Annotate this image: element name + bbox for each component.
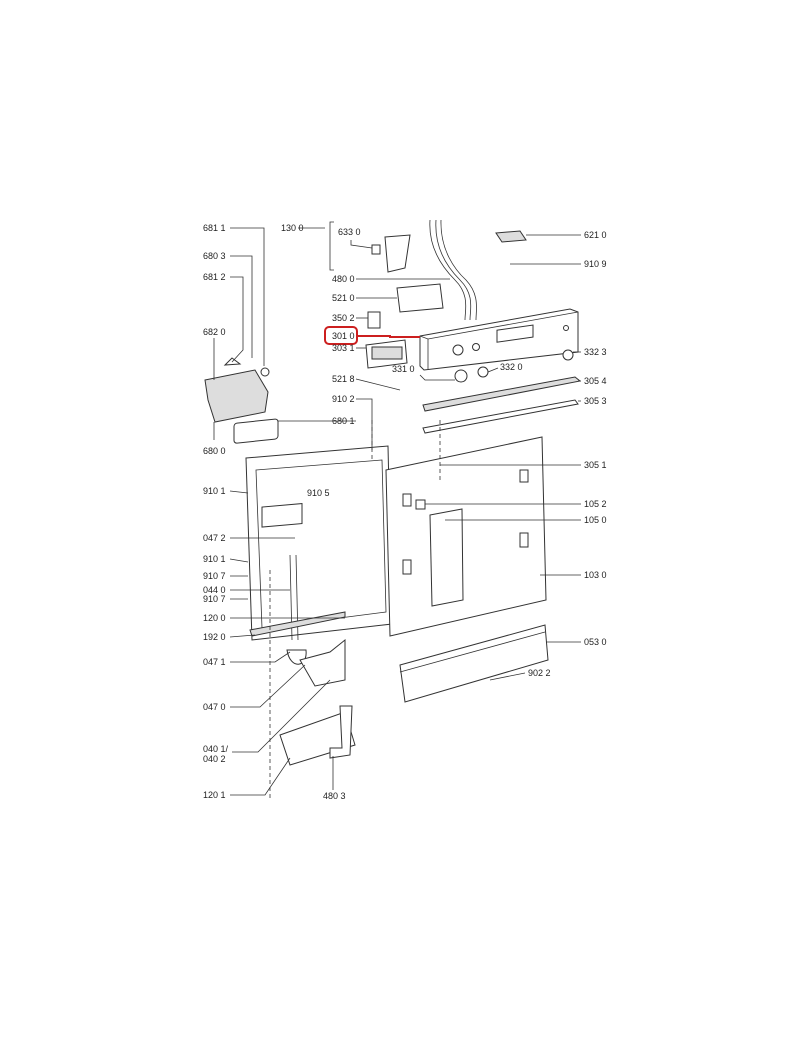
label-910-7-b[interactable]: 910 7 xyxy=(203,594,226,604)
board-521-0 xyxy=(396,283,444,313)
label-120-0[interactable]: 120 0 xyxy=(203,613,226,623)
label-521-0[interactable]: 521 0 xyxy=(332,293,355,303)
bracket-480-3 xyxy=(329,705,353,759)
label-910-2[interactable]: 910 2 xyxy=(332,394,355,404)
label-680-0[interactable]: 680 0 xyxy=(203,446,226,456)
label-621-0[interactable]: 621 0 xyxy=(584,230,607,240)
label-305-4[interactable]: 305 4 xyxy=(584,376,607,386)
label-047-2[interactable]: 047 2 xyxy=(203,533,226,543)
label-301-0[interactable]: 301 0 xyxy=(332,331,355,341)
label-047-1[interactable]: 047 1 xyxy=(203,657,226,667)
label-044-0[interactable]: 044 0 xyxy=(203,585,226,595)
outer-door-103-0 xyxy=(385,436,547,637)
label-120-1[interactable]: 120 1 xyxy=(203,790,226,800)
label-680-1[interactable]: 680 1 xyxy=(332,416,355,426)
knob-331-0 xyxy=(454,369,468,383)
label-105-0[interactable]: 105 0 xyxy=(584,515,607,525)
knob-332-3 xyxy=(562,349,574,361)
label-521-8[interactable]: 521 8 xyxy=(332,374,355,384)
label-332-0[interactable]: 332 0 xyxy=(500,362,523,372)
label-480-3[interactable]: 480 3 xyxy=(323,791,346,801)
label-332-3[interactable]: 332 3 xyxy=(584,347,607,357)
part-350-2 xyxy=(367,311,381,329)
label-130-0[interactable]: 130 0 xyxy=(281,223,304,233)
label-910-7[interactable]: 910 7 xyxy=(203,571,226,581)
label-053-0[interactable]: 053 0 xyxy=(584,637,607,647)
leader-lines xyxy=(213,221,581,796)
label-040-2[interactable]: 040 2 xyxy=(203,754,226,764)
label-910-9[interactable]: 910 9 xyxy=(584,259,607,269)
label-910-1[interactable]: 910 1 xyxy=(203,486,226,496)
bracket-120-1 xyxy=(279,711,356,766)
label-331-0[interactable]: 331 0 xyxy=(392,364,415,374)
strip-305-3 xyxy=(422,399,579,434)
highlight-leader xyxy=(357,335,420,338)
label-103-0[interactable]: 103 0 xyxy=(584,570,607,580)
label-040-1[interactable]: 040 1/ xyxy=(203,744,229,754)
label-910-1-b[interactable]: 910 1 xyxy=(203,554,226,564)
label-105-2[interactable]: 105 2 xyxy=(584,499,607,509)
label-305-3[interactable]: 305 3 xyxy=(584,396,607,406)
label-480-0[interactable]: 480 0 xyxy=(332,274,355,284)
label-350-2[interactable]: 350 2 xyxy=(332,313,355,323)
knob-332-0 xyxy=(477,366,489,378)
label-681-2[interactable]: 681 2 xyxy=(203,272,226,282)
part-labels: 681 1 680 3 681 2 682 0 680 0 130 0 633 … xyxy=(203,223,607,801)
inner-door xyxy=(245,445,393,641)
label-633-0[interactable]: 633 0 xyxy=(338,227,361,237)
label-681-1[interactable]: 681 1 xyxy=(203,223,226,233)
label-047-0[interactable]: 047 0 xyxy=(203,702,226,712)
label-192-0[interactable]: 192 0 xyxy=(203,632,226,642)
label-910-5[interactable]: 910 5 xyxy=(307,488,330,498)
kickplate-053-0 xyxy=(399,624,549,703)
gasket-680-1 xyxy=(233,418,279,444)
parts-drawings xyxy=(204,219,582,800)
label-682-0[interactable]: 682 0 xyxy=(203,327,226,337)
lock-480-0 xyxy=(384,234,411,273)
label-902-2[interactable]: 902 2 xyxy=(528,668,551,678)
label-305-1[interactable]: 305 1 xyxy=(584,460,607,470)
part-621-0 xyxy=(495,230,527,243)
dispenser-682-0 xyxy=(204,369,269,423)
label-680-3[interactable]: 680 3 xyxy=(203,251,226,261)
label-303-1[interactable]: 303 1 xyxy=(332,343,355,353)
